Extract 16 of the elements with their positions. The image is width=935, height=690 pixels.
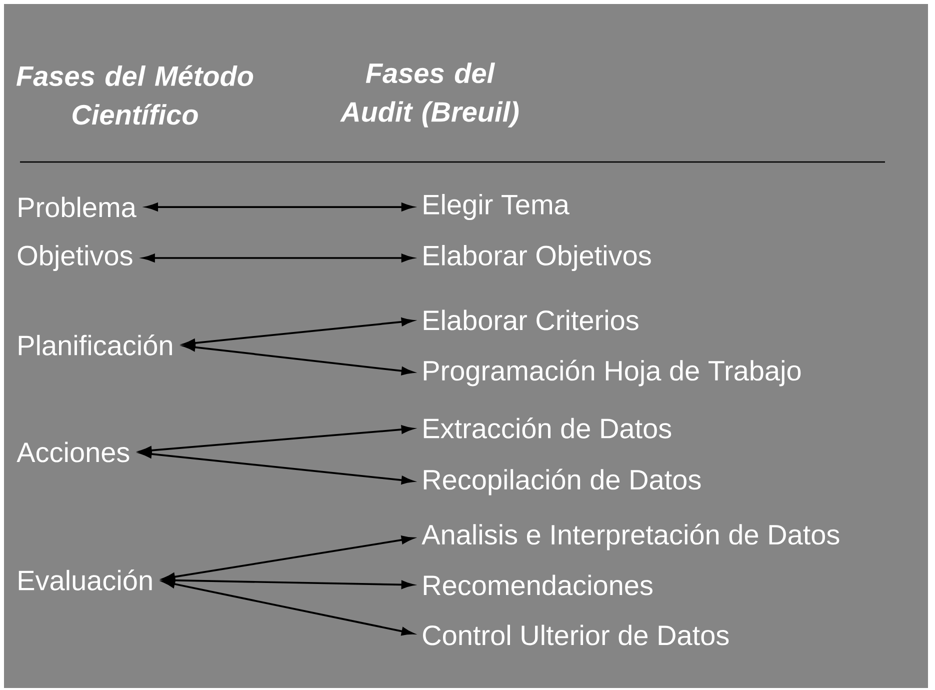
phase-text: Recomendaciones — [424, 574, 652, 596]
phase-text: Acciones — [16, 442, 130, 462]
column-heading: Fases del Método Científico — [16, 65, 254, 125]
phase-text: Elegir Tema — [424, 194, 570, 220]
phase-text: Evaluación — [18, 570, 152, 590]
phase-text: Programación Hoja de Trabajo — [424, 360, 801, 386]
phase-text: Elaborar Objetivos — [424, 244, 651, 272]
phase-text: Planificación — [18, 334, 172, 356]
phase-text: Problema — [18, 196, 136, 218]
column-heading: Fases del Audit (Breuil) — [340, 62, 519, 128]
phase-text: Elaborar Criterios — [424, 310, 638, 330]
phase-text: Extracción de Datos — [424, 418, 672, 438]
phase-text: Control Ulterior de Datos — [423, 624, 729, 646]
phase-text: Objetivos — [18, 244, 132, 272]
phase-text: Analisis e Interpretación de Datos — [422, 524, 840, 550]
phase-text: Recopilación de Datos — [424, 468, 701, 496]
